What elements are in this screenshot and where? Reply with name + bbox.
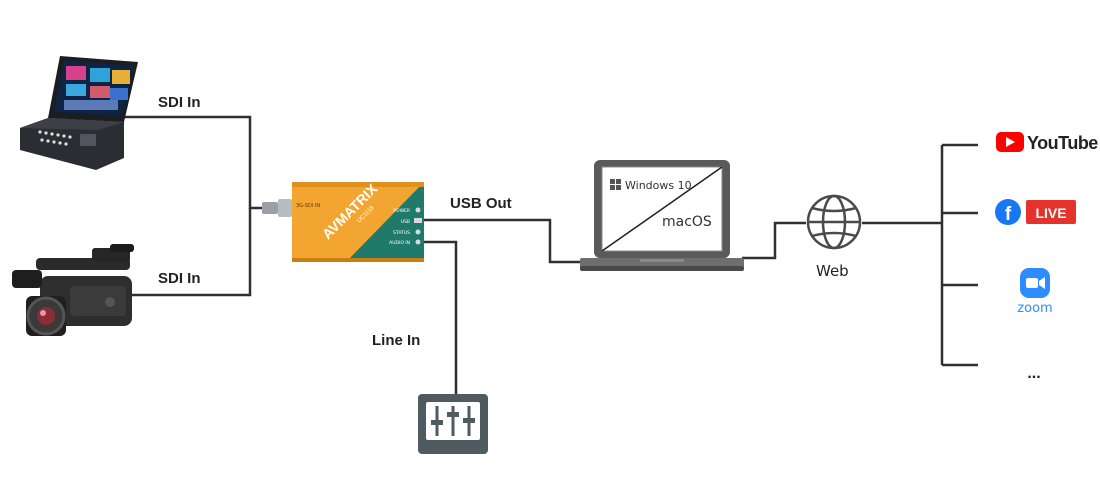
sdi-in-top-label: SDI In	[158, 94, 201, 111]
audio-port-icon	[415, 239, 421, 245]
web-line	[742, 221, 806, 260]
svg-text:f: f	[1005, 204, 1012, 225]
audio-mixer-icon	[418, 394, 488, 454]
converter-port-usb: USB	[401, 219, 410, 225]
line-in-label: Line In	[372, 332, 421, 349]
audio-line	[424, 240, 458, 394]
web-label: Web	[816, 262, 849, 280]
converter-port-status: STATUS	[393, 230, 410, 236]
converter-port-power: POWER	[393, 208, 410, 214]
facebook-live-logo-icon: f LIVE	[995, 199, 1076, 225]
bnc-connector-icon	[262, 202, 278, 214]
zoom-label: zoom	[1017, 301, 1052, 316]
youtube-label: YouTube	[1027, 133, 1098, 153]
converter-device: 3G-SDI IN POWER USB STATUS AUDIO IN AVMA…	[262, 180, 424, 262]
facebook-live-label: LIVE	[1035, 205, 1066, 221]
os-windows-label: Windows 10	[625, 179, 692, 192]
os-macos-label: macOS	[662, 214, 712, 230]
connection-lines	[124, 115, 978, 394]
laptop-icon: Windows 10 macOS	[580, 160, 744, 271]
usb-out-label: USB Out	[450, 195, 512, 212]
youtube-logo-icon: YouTube	[996, 132, 1099, 153]
power-led-icon	[415, 207, 421, 213]
production-switcher-icon	[20, 56, 138, 170]
windows-logo-icon	[610, 179, 621, 190]
sdi-top-line	[124, 115, 292, 210]
sdi-in-bottom-label: SDI In	[158, 270, 201, 287]
status-led-icon	[415, 229, 421, 235]
usb-port-icon	[414, 218, 422, 223]
globe-icon	[806, 194, 862, 250]
sdi-bottom-line	[128, 208, 252, 297]
zoom-logo-icon: zoom	[1017, 268, 1053, 316]
converter-port-audio: AUDIO IN	[389, 240, 410, 246]
more-platforms-label: ...	[1027, 365, 1040, 382]
converter-port-sdi: 3G-SDI IN	[296, 203, 320, 209]
usb-line	[424, 218, 590, 264]
camcorder-icon	[12, 244, 134, 336]
